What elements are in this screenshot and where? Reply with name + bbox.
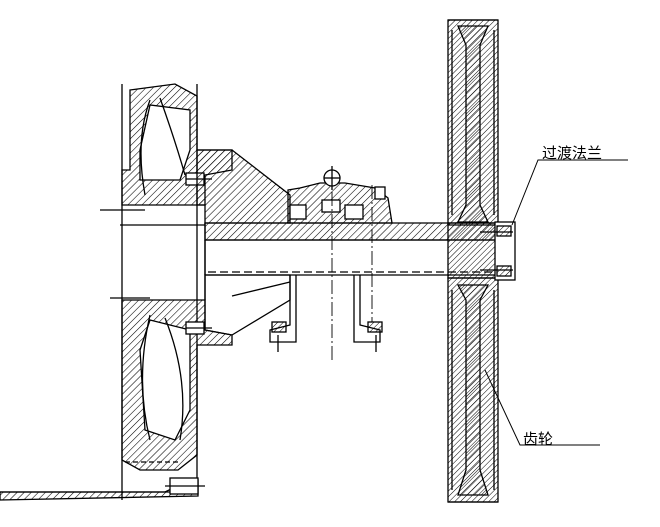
transition-flange xyxy=(480,221,516,281)
gear-label: 齿轮 xyxy=(523,430,554,448)
bearing-housing xyxy=(196,149,393,352)
flange-leader-line xyxy=(511,159,628,226)
transition-flange-label: 过渡法兰 xyxy=(542,144,603,162)
gear-leader-line xyxy=(484,369,600,446)
impeller-housing xyxy=(0,83,233,501)
shaft xyxy=(120,222,501,300)
gear xyxy=(447,19,499,503)
